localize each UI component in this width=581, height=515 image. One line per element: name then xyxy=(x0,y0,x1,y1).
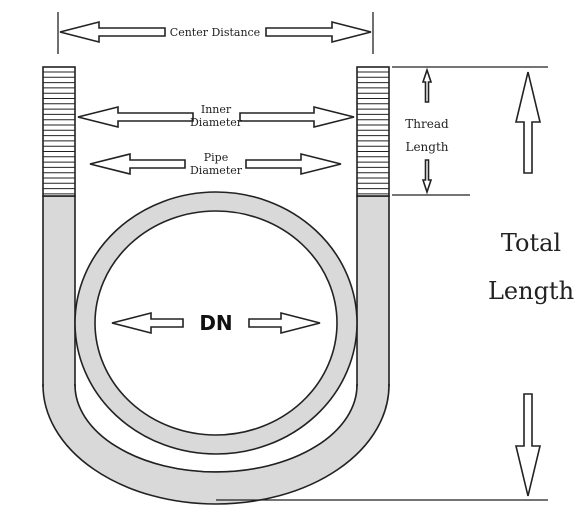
thread-length-up-arrow xyxy=(421,67,433,103)
pipe-inner-bore xyxy=(94,210,338,436)
dn-right-arrow xyxy=(248,311,321,335)
left-thread xyxy=(42,66,76,197)
total-length-label-line1: Total xyxy=(501,229,561,257)
pipe xyxy=(74,191,358,473)
total-length-up-arrow xyxy=(514,71,542,174)
pipe-diameter-left-arrow xyxy=(89,152,186,176)
thread-length-dimension: Thread Length xyxy=(392,66,548,196)
total-length-down-arrow xyxy=(514,393,542,497)
dn-left-arrow xyxy=(111,311,184,335)
center-distance-dimension: Center Distance xyxy=(57,12,374,54)
pipe-diameter-right-arrow xyxy=(245,152,342,176)
right-thread xyxy=(356,66,390,197)
dn-dimension: DN xyxy=(111,311,321,335)
center-distance-label: Center Distance xyxy=(170,26,260,39)
thread-length-label-line2: Length xyxy=(405,140,448,154)
inner-diameter-right-arrow xyxy=(239,105,355,129)
inner-diameter-label-line2: Diameter xyxy=(190,116,243,129)
right-leg xyxy=(356,195,390,387)
pipe-diameter-label-line1: Pipe xyxy=(204,151,228,164)
dn-label: DN xyxy=(199,311,232,335)
thread-length-label-line1: Thread xyxy=(405,117,449,131)
inner-diameter-dimension: Inner Diameter xyxy=(77,103,355,129)
thread-length-down-arrow xyxy=(421,159,433,195)
left-leg xyxy=(42,195,76,387)
total-length-dimension: Total Length xyxy=(216,71,574,501)
inner-diameter-label-line1: Inner xyxy=(201,103,232,116)
pipe-diameter-label-line2: Diameter xyxy=(190,164,243,177)
center-distance-left-arrow xyxy=(59,20,166,44)
center-distance-right-arrow xyxy=(265,20,372,44)
pipe-diameter-dimension: Pipe Diameter xyxy=(89,151,342,177)
inner-diameter-left-arrow xyxy=(77,105,194,129)
total-length-label-line2: Length xyxy=(488,277,574,305)
